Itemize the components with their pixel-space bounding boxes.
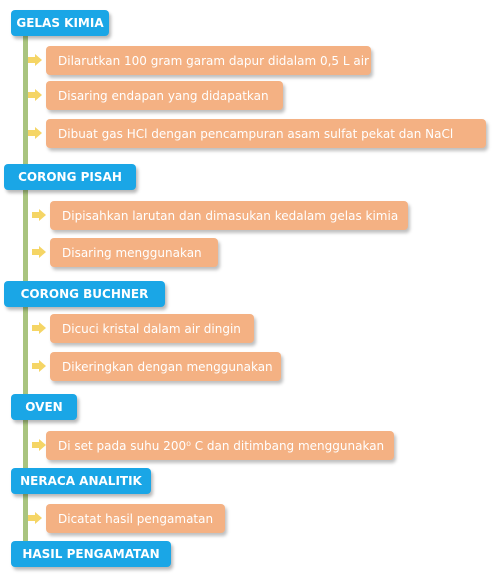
step-item: Dipisahkan larutan dan dimasukan kedalam…	[50, 201, 408, 230]
arrow-right-icon	[32, 360, 46, 372]
arrow-right-icon	[28, 512, 42, 524]
step-item: Di set pada suhu 200⁰ C dan ditimbang me…	[46, 431, 394, 460]
arrow-right-icon	[32, 246, 46, 258]
step-item: Dicuci kristal dalam air dingin	[50, 314, 254, 343]
step-item: Dikeringkan dengan menggunakan	[50, 352, 281, 381]
arrow-right-icon	[28, 89, 42, 101]
step-item: Disaring endapan yang didapatkan	[46, 81, 283, 110]
step-item: Disaring menggunakan	[50, 238, 218, 267]
section-header-neraca-analitik: NERACA ANALITIK	[11, 468, 151, 494]
step-item: Dicatat hasil pengamatan	[46, 504, 225, 533]
step-item: Dilarutkan 100 gram garam dapur didalam …	[46, 46, 371, 75]
arrow-right-icon	[32, 209, 46, 221]
arrow-right-icon	[28, 54, 42, 66]
arrow-right-icon	[32, 322, 46, 334]
section-header-corong-pisah: CORONG PISAH	[4, 164, 136, 190]
section-header-corong-buchner: CORONG BUCHNER	[4, 281, 165, 307]
section-header-oven: OVEN	[11, 394, 77, 420]
arrow-right-icon	[28, 127, 42, 139]
step-item: Dibuat gas HCl dengan pencampuran asam s…	[46, 119, 486, 148]
section-header-hasil-pengamatan: HASIL PENGAMATAN	[11, 541, 171, 567]
arrow-right-icon	[32, 439, 46, 451]
section-header-gelas-kimia: GELAS KIMIA	[11, 10, 109, 36]
